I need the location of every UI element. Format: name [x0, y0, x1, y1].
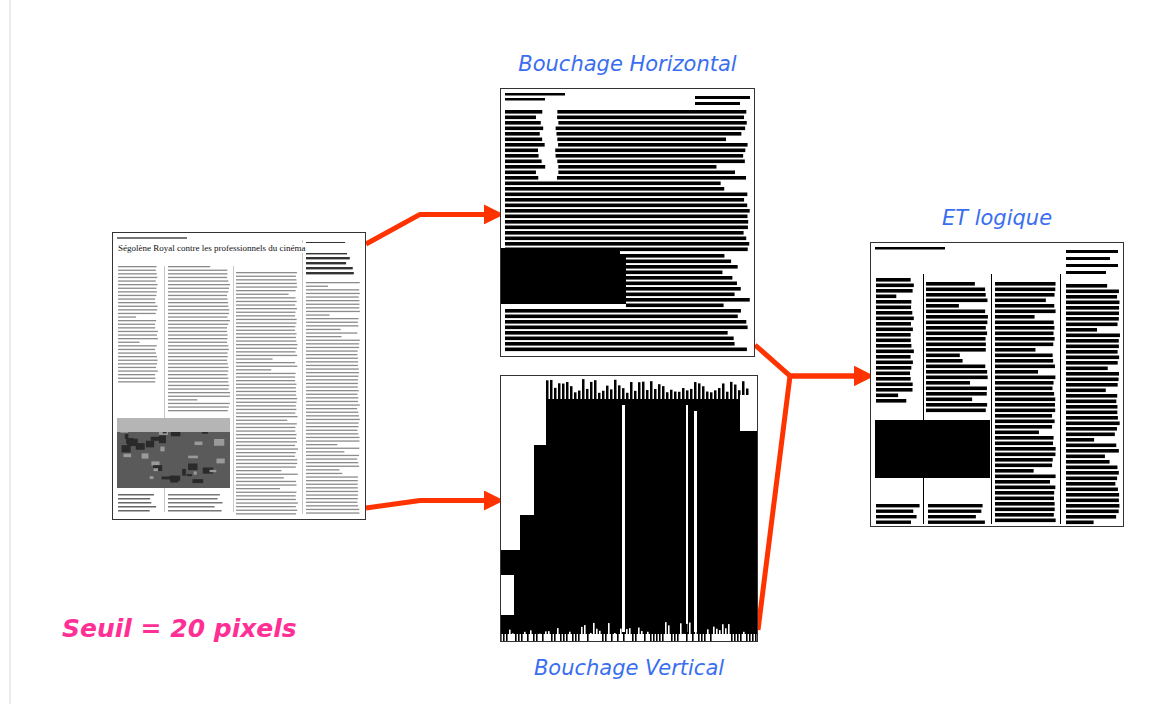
step-heading: ET logique [830, 206, 1164, 230]
step-heading: Bouchage Vertical [460, 656, 798, 680]
newspaper-image: Ségolène Royal contre les professionnels… [112, 232, 366, 520]
logical-and-image: ET logique [870, 242, 1124, 527]
step-heading: Bouchage Horizontal [460, 52, 795, 76]
frame-line [10, 0, 11, 704]
horizontal-closing-image: Bouchage Horizontal [500, 88, 755, 357]
newspaper-headline: Ségolène Royal contre les professionnels… [118, 243, 358, 253]
bitmap-illustration [500, 88, 755, 357]
bitmap-illustration [112, 232, 366, 520]
vertical-closing-image: Bouchage Vertical [500, 375, 758, 642]
flow-arrow [366, 214, 498, 244]
bitmap-illustration [500, 375, 758, 642]
bitmap-illustration [870, 242, 1124, 527]
flow-arrow [758, 376, 868, 630]
flow-arrow [366, 501, 498, 509]
threshold-note: Seuil = 20 pixels [62, 614, 297, 643]
flow-arrow [755, 345, 868, 376]
